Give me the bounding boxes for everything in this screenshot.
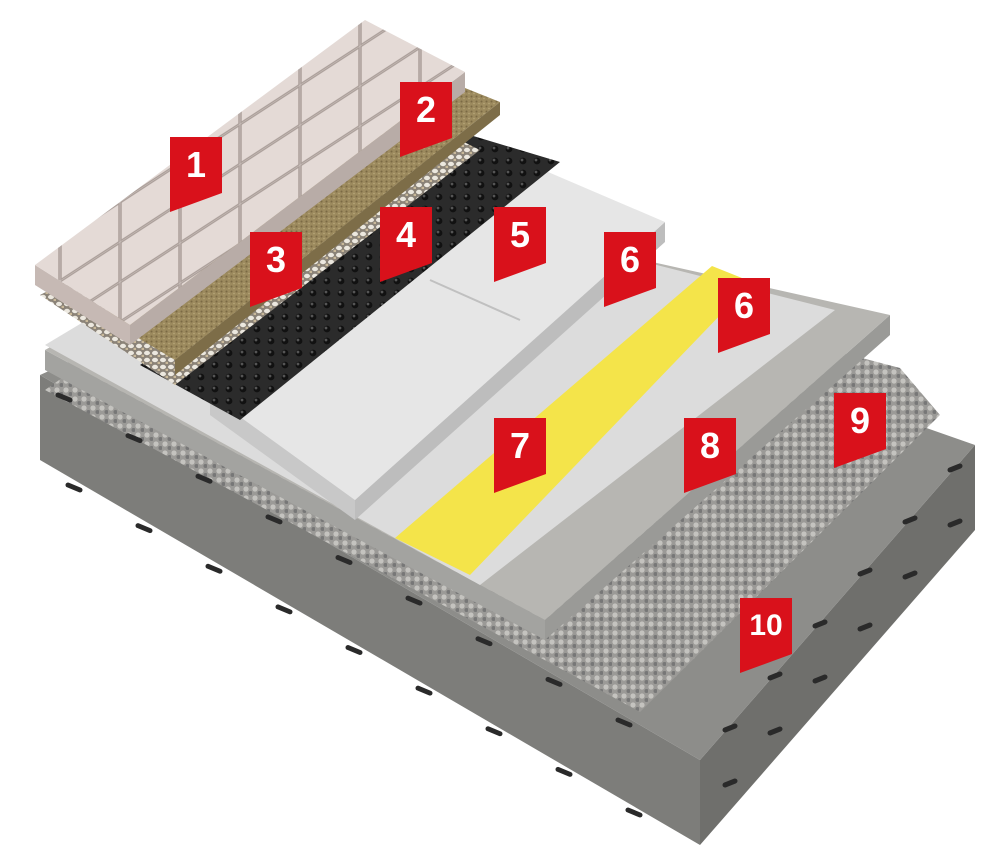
marker-number: 2: [415, 89, 437, 130]
marker-flag-icon: [834, 393, 886, 468]
marker-number: 7: [509, 425, 531, 466]
yellow-tape: [395, 266, 752, 575]
rebar-stub: [722, 778, 738, 788]
marker-flag-icon: [170, 137, 222, 212]
rebar-stub: [722, 723, 738, 733]
rebar-stub: [812, 619, 828, 629]
marker-number: 9: [849, 400, 871, 441]
drainage-membrane: [140, 135, 560, 420]
rebar-stub: [545, 676, 563, 687]
rebar-stub: [405, 595, 423, 606]
rebar-stub: [345, 645, 363, 655]
rebar-stub: [55, 392, 73, 403]
marker-flag-icon: [684, 418, 736, 493]
rebar-stub: [125, 433, 143, 444]
rebar-stub: [812, 674, 828, 684]
marker-sand-bedding: 2: [400, 82, 454, 158]
marker-insulation-boards: 5: [494, 207, 548, 283]
rebar-stub: [195, 473, 213, 484]
marker-flag-icon: [494, 207, 546, 282]
rebar-stub: [135, 523, 153, 534]
rebar-stub: [475, 636, 493, 647]
rebar-stub: [857, 622, 873, 632]
marker-number: 1: [185, 144, 207, 185]
rebar-stub: [335, 555, 353, 565]
rebar-stub: [555, 766, 573, 777]
marker-flag-icon: [718, 278, 770, 353]
marker-membrane-lower: 6: [718, 278, 772, 354]
marker-number: 6: [733, 285, 755, 326]
rebar-stub: [857, 567, 873, 577]
rebar-stub: [415, 685, 433, 696]
marker-number: 4: [395, 214, 417, 255]
rebar-stub: [625, 807, 643, 818]
insulation-boards: [210, 160, 665, 520]
rebar-stub: [615, 717, 633, 728]
marker-gravel-bedding: 3: [250, 232, 304, 308]
rebar-stub: [65, 482, 83, 493]
rebar-stub: [902, 515, 918, 525]
marker-flag-icon: [740, 598, 792, 673]
marker-flag-icon: [494, 418, 546, 493]
marker-flag-icon: [250, 232, 302, 307]
marker-flag-icon: [400, 82, 452, 157]
marker-drainage-membrane: 4: [380, 207, 434, 283]
marker-screed: 8: [684, 418, 738, 494]
rebar-stubs: [55, 392, 963, 818]
marker-paving-slabs: 1: [170, 137, 224, 213]
rebar-stub: [947, 518, 963, 528]
rebar-stub: [265, 514, 283, 525]
rebar-stub: [485, 726, 503, 737]
rebar-stub: [275, 604, 293, 615]
marker-flag-icon: [380, 207, 432, 282]
paving-slabs: [35, 20, 465, 345]
marker-number: 8: [699, 425, 721, 466]
rebar-stub: [205, 563, 223, 574]
marker-concrete-slab: 10: [740, 598, 794, 674]
rebar-stub: [767, 726, 783, 736]
marker-number: 10: [749, 609, 783, 642]
marker-number: 6: [619, 239, 641, 280]
rebar-stub: [767, 671, 783, 681]
marker-membrane-upper: 6: [604, 232, 658, 308]
marker-yellow-tape: 7: [494, 418, 548, 494]
marker-number: 5: [509, 214, 531, 255]
marker-number: 3: [265, 239, 287, 280]
rebar-stub: [902, 570, 918, 580]
rebar-stub: [947, 463, 963, 473]
marker-lightweight-aggregate: 9: [834, 393, 888, 469]
marker-flag-icon: [604, 232, 656, 307]
